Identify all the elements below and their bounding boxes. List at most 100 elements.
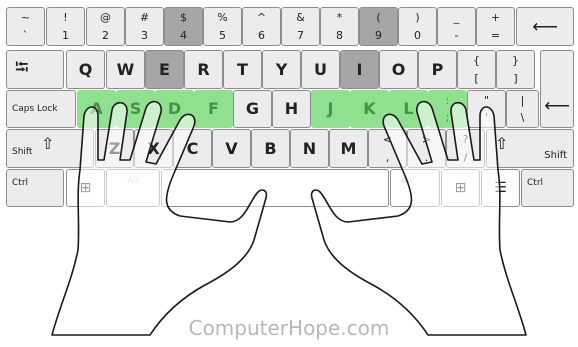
- key-c: C: [173, 129, 212, 168]
- key-d-label: D: [156, 99, 193, 118]
- tab-arrow-icon: ⭾: [7, 55, 63, 85]
- key-3-top: #: [126, 11, 163, 24]
- key-u-label: U: [302, 60, 339, 79]
- key-x-label: X: [135, 139, 172, 158]
- key-left-bracket-bottom: [: [458, 72, 495, 85]
- key-f-label: F: [195, 99, 232, 118]
- key-s: S: [116, 90, 155, 128]
- key-quote: " ': [467, 90, 506, 128]
- key-equals-bottom: =: [477, 29, 514, 42]
- key-z-label: Z: [96, 139, 133, 158]
- key-tab: ⭾: [6, 50, 64, 89]
- key-i-label: I: [341, 60, 378, 79]
- backspace-arrow-icon: ⟵: [517, 16, 573, 37]
- key-k: K: [350, 90, 389, 128]
- key-semicolon: : ;: [428, 90, 467, 128]
- key-period-top: >: [408, 133, 445, 146]
- key-t: T: [223, 50, 262, 89]
- key-3: # 3: [125, 7, 164, 46]
- key-x: X: [134, 129, 173, 168]
- shift-arrow-icon: ⇧: [41, 134, 54, 153]
- key-h-label: H: [273, 99, 310, 118]
- key-4: $ 4: [164, 7, 203, 46]
- key-q: Q: [66, 50, 105, 89]
- key-e-label: E: [146, 60, 183, 79]
- key-m: M: [329, 129, 368, 168]
- key-backslash: | \: [506, 90, 539, 128]
- key-left-bracket-top: {: [458, 54, 495, 67]
- key-j-label: J: [312, 99, 349, 118]
- key-period: > .: [407, 129, 446, 168]
- key-equals-top: +: [477, 11, 514, 24]
- key-period-bottom: .: [408, 151, 445, 164]
- key-left-alt: Alt: [106, 169, 160, 207]
- key-1: ! 1: [46, 7, 85, 46]
- key-g-label: G: [234, 99, 271, 118]
- key-n-label: N: [291, 139, 328, 158]
- key-quote-top: ": [468, 94, 505, 107]
- key-g: G: [233, 90, 272, 128]
- key-2-top: @: [87, 11, 124, 24]
- key-z: Z: [95, 129, 134, 168]
- key-right-shift: ⇧ Shift: [486, 129, 574, 168]
- key-9-top: (: [360, 11, 397, 24]
- key-6-top: ^: [243, 11, 280, 24]
- key-u: U: [301, 50, 340, 89]
- key-minus-bottom: -: [438, 29, 475, 42]
- key-5-bottom: 5: [204, 29, 241, 42]
- key-left-shift-label: Shift: [12, 147, 32, 157]
- key-5: % 5: [203, 7, 242, 46]
- key-8-top: *: [321, 11, 358, 24]
- key-slash: ? /: [446, 129, 485, 168]
- key-3-bottom: 3: [126, 29, 163, 42]
- key-0-top: ): [399, 11, 436, 24]
- shift-arrow-icon: ⇧: [495, 134, 508, 153]
- key-i: I: [340, 50, 379, 89]
- key-w: W: [106, 50, 145, 89]
- key-4-bottom: 4: [165, 29, 202, 42]
- key-m-label: M: [330, 139, 367, 158]
- key-equals: + =: [476, 7, 515, 46]
- key-slash-bottom: /: [447, 151, 484, 164]
- key-right-bracket-top: }: [497, 54, 534, 67]
- key-y-label: Y: [263, 60, 300, 79]
- key-l: L: [389, 90, 428, 128]
- key-right-alt-label: Alt: [401, 176, 413, 186]
- key-comma-top: <: [369, 133, 406, 146]
- key-k-label: K: [351, 99, 388, 118]
- key-7: & 7: [281, 7, 320, 46]
- key-tilde-top: ~: [7, 11, 44, 24]
- key-p: P: [418, 50, 457, 89]
- key-right-ctrl-label: Ctrl: [527, 178, 543, 188]
- key-left-shift: Shift ⇧: [6, 129, 94, 168]
- key-0: ) 0: [398, 7, 437, 46]
- key-o-label: O: [380, 60, 417, 79]
- key-a: A: [77, 90, 116, 128]
- computerhope-watermark: ComputerHope.com: [0, 316, 578, 340]
- key-s-label: S: [117, 99, 154, 118]
- menu-icon: ☰: [482, 180, 519, 196]
- key-b-label: B: [252, 139, 289, 158]
- key-left-ctrl-label: Ctrl: [12, 178, 28, 188]
- key-4-top: $: [165, 11, 202, 24]
- key-backslash-top: |: [507, 94, 538, 107]
- key-f: F: [194, 90, 233, 128]
- key-right-shift-label: Shift: [544, 150, 567, 161]
- key-d: D: [155, 90, 194, 128]
- key-tilde: ~ `: [6, 7, 45, 46]
- key-w-label: W: [107, 60, 144, 79]
- key-8: * 8: [320, 7, 359, 46]
- key-b: B: [251, 129, 290, 168]
- key-o: O: [379, 50, 418, 89]
- key-2-bottom: 2: [87, 29, 124, 42]
- key-q-label: Q: [67, 60, 104, 79]
- key-right-alt: Alt: [390, 169, 440, 207]
- key-8-bottom: 8: [321, 29, 358, 42]
- windows-logo-icon: ⊞: [67, 180, 104, 196]
- key-slash-top: ?: [447, 133, 484, 146]
- key-left-windows: ⊞: [66, 169, 105, 207]
- key-enter: ⟵: [540, 50, 574, 128]
- key-7-top: &: [282, 11, 319, 24]
- key-right-bracket-bottom: ]: [497, 72, 534, 85]
- key-minus: _ -: [437, 7, 476, 46]
